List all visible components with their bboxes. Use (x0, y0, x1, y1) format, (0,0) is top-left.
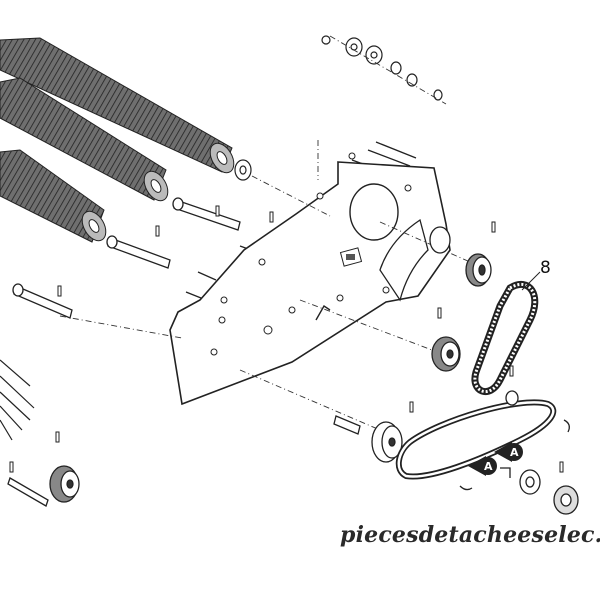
idler-parts (459, 390, 579, 515)
drive-belt (395, 399, 557, 480)
pulley-middle (431, 336, 461, 372)
part-callout-8: 8 (540, 258, 551, 278)
toothed-belt (471, 280, 539, 395)
pulley-bottom-left (49, 465, 80, 503)
pulley-lower (333, 415, 403, 463)
bearing-set-top (234, 35, 443, 181)
callout-leader (521, 271, 541, 291)
marker-a-2: A (494, 442, 523, 462)
marker-a-1: A (468, 456, 497, 476)
brush-roller-bottom (0, 149, 107, 243)
frame-plate (169, 152, 451, 406)
assembly-lines (59, 35, 471, 431)
marker-a-2-label: A (510, 446, 519, 459)
watermark-text: piecesdetacheeselec.com (340, 522, 600, 548)
brush-roller-middle (0, 77, 169, 202)
roller-bottom-left (0, 359, 35, 441)
brush-roller-top (0, 37, 235, 174)
shafts (7, 141, 417, 507)
pulley-upper (429, 226, 492, 287)
pins (9, 205, 564, 473)
marker-a-1-label: A (484, 460, 493, 473)
